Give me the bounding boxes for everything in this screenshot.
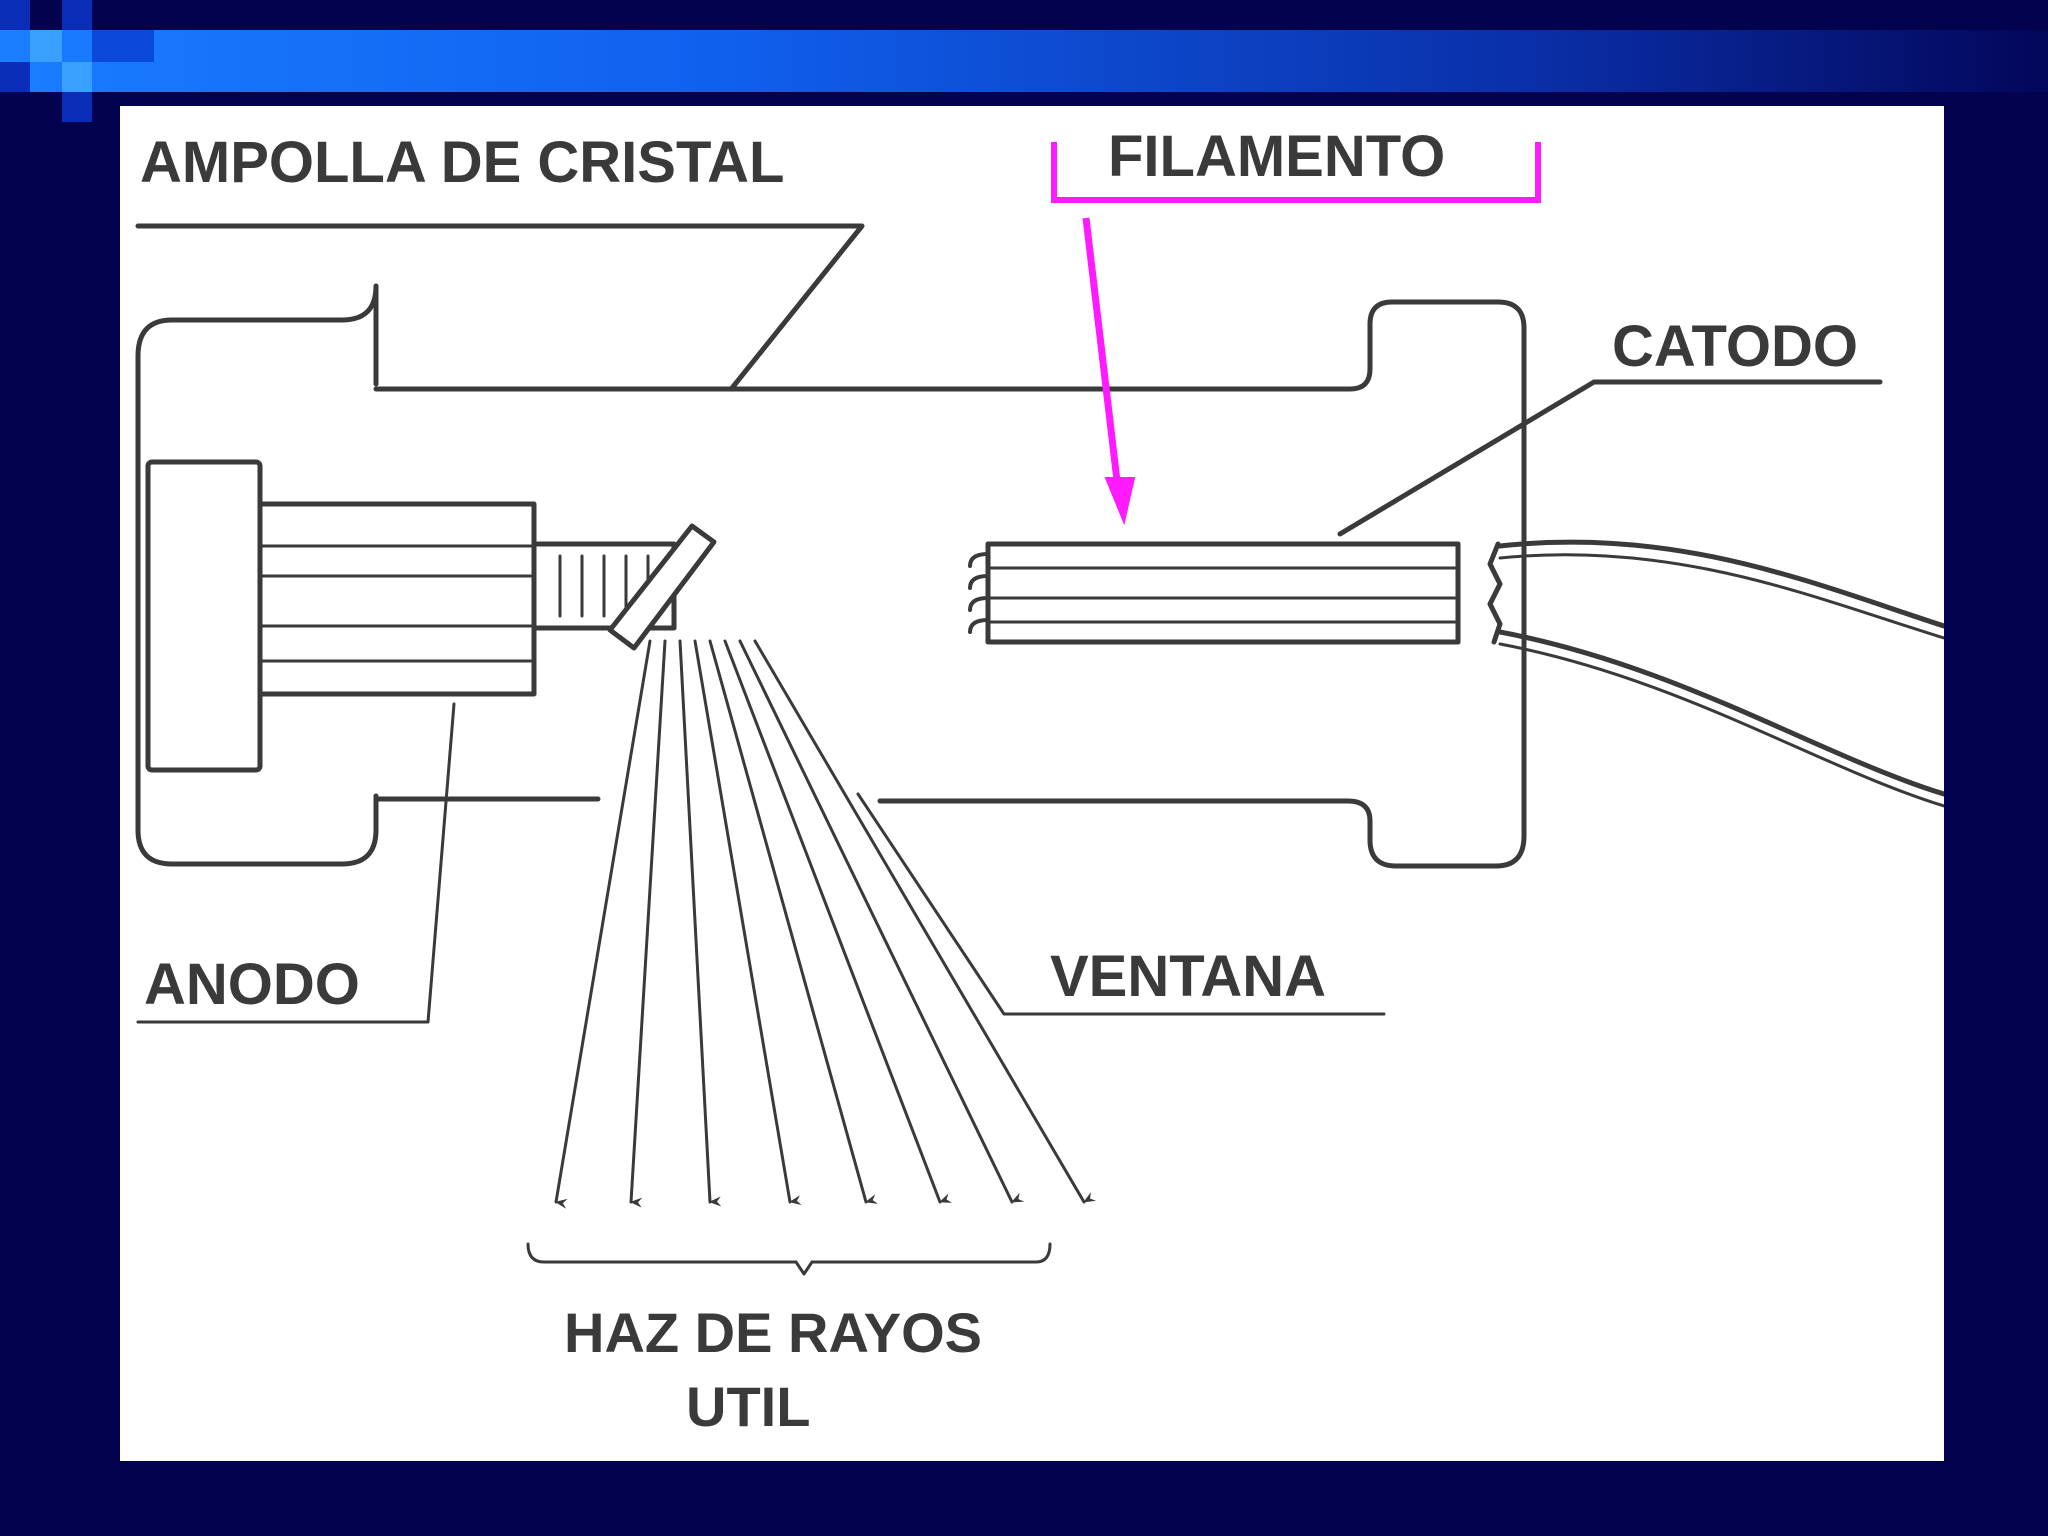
glass-bulb <box>135 283 1527 869</box>
decor-square <box>62 0 92 30</box>
decor-square <box>62 62 92 92</box>
beam-bracket <box>526 1242 1052 1276</box>
leader-anodo <box>136 702 456 1024</box>
cathode-assembly <box>968 539 1944 808</box>
leader-ampolla <box>135 223 865 391</box>
leader-catodo <box>1337 379 1883 537</box>
anode-assembly <box>145 459 717 773</box>
label-haz-de-rayos: HAZ DE RAYOS <box>564 1301 982 1364</box>
leader-ventana <box>856 792 1386 1016</box>
decor-square <box>62 92 92 122</box>
title-bar <box>0 30 2048 92</box>
diagram-panel: AMPOLLA DE CRISTAL FILAMENTO CATODO ANOD… <box>120 106 1944 1461</box>
filament-callout <box>1051 142 1541 526</box>
decor-square <box>30 30 62 62</box>
label-ventana: VENTANA <box>1050 944 1326 1009</box>
label-filamento: FILAMENTO <box>1108 124 1445 189</box>
label-ampolla-de-cristal: AMPOLLA DE CRISTAL <box>140 130 784 195</box>
decor-square <box>0 0 30 30</box>
decor-square <box>92 30 154 62</box>
decor-square <box>0 62 30 92</box>
label-util: UTIL <box>686 1375 810 1438</box>
label-anodo: ANODO <box>144 952 360 1017</box>
xray-tube-diagram: AMPOLLA DE CRISTAL FILAMENTO CATODO ANOD… <box>135 124 1944 1438</box>
ray-beam <box>554 639 1097 1209</box>
label-catodo: CATODO <box>1612 314 1858 379</box>
